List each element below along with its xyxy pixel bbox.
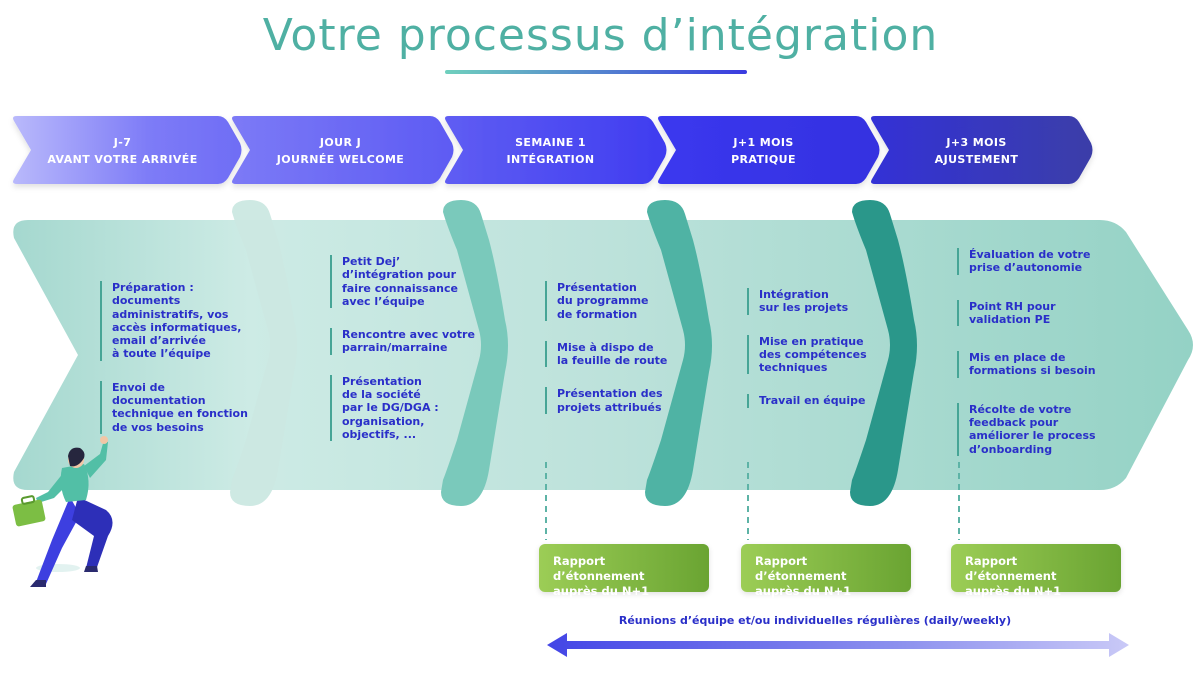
stage-chevron-2 — [232, 116, 454, 184]
page-title: Votre processus d’intégration — [262, 10, 939, 61]
stage-5-name: AJUSTEMENT — [934, 153, 1019, 166]
report-connectors — [545, 462, 960, 540]
stage-chevron-1 — [13, 116, 242, 184]
person-illustration — [12, 436, 113, 587]
step-item: Travail en équipe — [747, 394, 882, 408]
stage-1-timing: J-7 — [113, 136, 132, 149]
step-item: Mis en place de formations si besoin — [957, 351, 1097, 378]
stage-3-name: INTÉGRATION — [506, 153, 595, 166]
stage-4-name: PRATIQUE — [731, 153, 796, 166]
stage-chevrons — [13, 116, 1093, 184]
stage-3-timing: SEMAINE 1 — [515, 136, 586, 149]
stage-label-5: J+3 MOIS AJUSTEMENT — [879, 134, 1074, 168]
title-underline — [445, 70, 747, 74]
step-item: Présentation de la société par le DG/DGA… — [330, 374, 480, 442]
step-item: Présentation des projets attribués — [545, 387, 675, 415]
step-item: Préparation : documents administratifs, … — [100, 281, 260, 361]
report-badge-week-1: Rapport d’étonnement auprès du N+1 — [539, 544, 709, 598]
band-divider-3 — [645, 200, 712, 506]
column-before-arrival: Préparation : documents administratifs, … — [100, 281, 260, 454]
step-item: Récolte de votre feedback pour améliorer… — [957, 402, 1097, 456]
stage-chevron-5 — [871, 116, 1093, 184]
step-item: Présentation du programme de formation — [545, 281, 675, 321]
stage-2-timing: JOUR J — [319, 136, 362, 149]
step-item: Mise en pratique des compétences techniq… — [747, 334, 882, 375]
step-item: Mise à dispo de la feuille de route — [545, 340, 675, 368]
step-item: Point RH pour validation PE — [957, 299, 1097, 327]
band-divider-2 — [441, 200, 508, 506]
stage-chevron-4 — [658, 116, 880, 184]
report-badge-month-1: Rapport d’étonnement auprès du N+1 — [741, 544, 911, 598]
band-divider-4 — [850, 200, 917, 506]
stage-label-4: J+1 MOIS PRATIQUE — [666, 134, 861, 168]
column-month-1: Intégration sur les projets Mise en prat… — [747, 288, 882, 428]
step-item: Envoi de documentation technique en fonc… — [100, 380, 260, 434]
stage-chevron-3 — [445, 116, 667, 184]
stage-1-name: AVANT VOTRE ARRIVÉE — [47, 153, 198, 166]
column-welcome-day: Petit Dej’ d’intégration pour faire conn… — [330, 255, 480, 461]
step-item: Petit Dej’ d’intégration pour faire conn… — [330, 255, 480, 309]
band-divider-1 — [230, 200, 297, 506]
step-item: Intégration sur les projets — [747, 288, 882, 315]
meetings-caption: Réunions d’équipe et/ou individuelles ré… — [618, 614, 1012, 627]
stage-5-timing: J+3 MOIS — [946, 136, 1007, 149]
column-week-1: Présentation du programme de formation M… — [545, 281, 675, 434]
stage-label-2: JOUR J JOURNÉE WELCOME — [243, 134, 438, 168]
stage-label-1: J-7 AVANT VOTRE ARRIVÉE — [25, 134, 220, 168]
band-dividers — [230, 200, 917, 506]
stage-label-3: SEMAINE 1 INTÉGRATION — [453, 134, 648, 168]
meetings-timeline-arrow — [547, 633, 1129, 657]
column-month-3: Évaluation de votre prise d’autonomie Po… — [957, 248, 1097, 476]
stage-4-timing: J+1 MOIS — [733, 136, 794, 149]
stage-2-name: JOURNÉE WELCOME — [276, 153, 405, 166]
step-item: Rencontre avec votre parrain/marraine — [330, 328, 480, 355]
step-item: Évaluation de votre prise d’autonomie — [957, 248, 1097, 275]
report-badge-month-3: Rapport d’étonnement auprès du N+1 — [951, 544, 1121, 598]
